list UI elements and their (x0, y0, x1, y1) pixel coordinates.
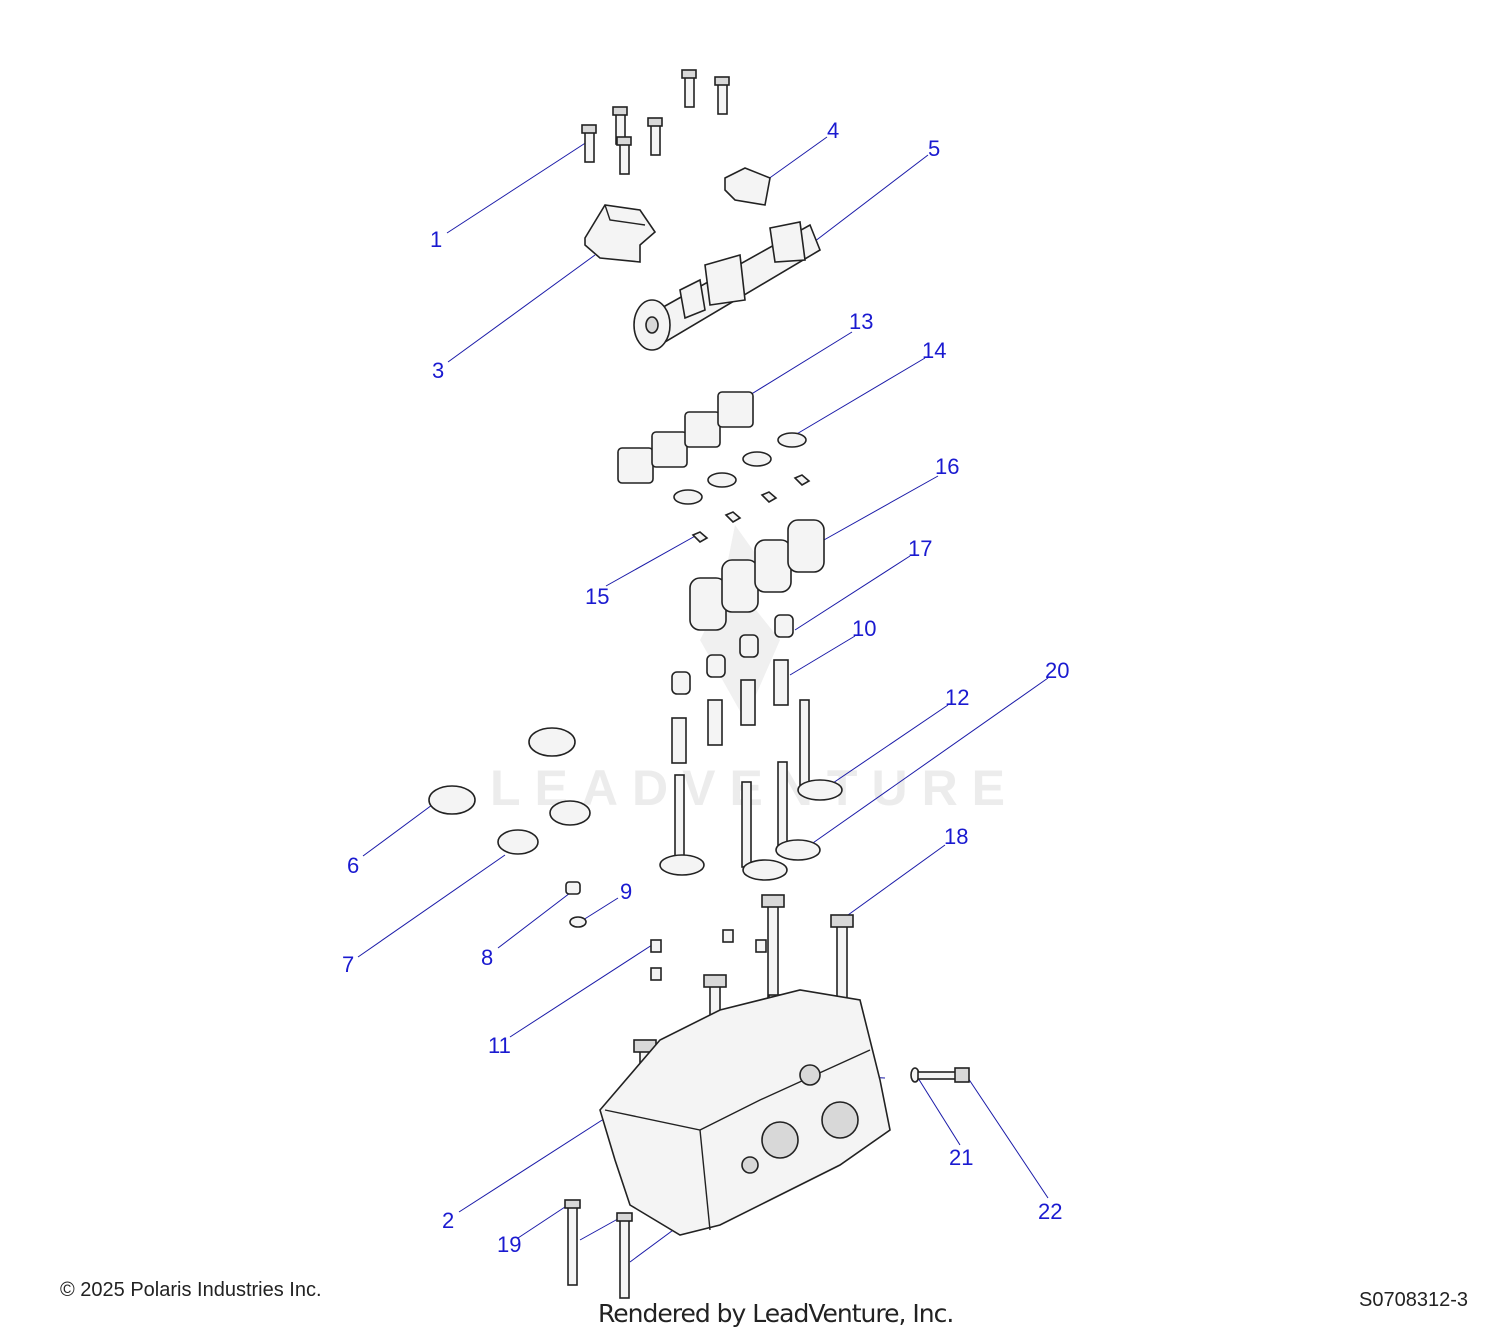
valve-stem-seals (671, 614, 794, 695)
rendered-by-credit: Rendered by LeadVenture, Inc. (598, 1299, 954, 1328)
callout-numbers: 1 2 3 4 5 6 7 8 9 10 11 12 13 14 15 16 1… (342, 118, 1069, 1257)
valve-tappets (617, 391, 754, 484)
callout-10: 10 (852, 616, 876, 641)
copyright-notice: © 2025 Polaris Industries Inc. (60, 1279, 322, 1301)
callout-2: 2 (442, 1208, 454, 1233)
callout-15: 15 (585, 584, 609, 609)
lower-bolts (564, 1199, 633, 1299)
callout-18: 18 (944, 824, 968, 849)
diagram-id: S0708312-3 (1359, 1289, 1468, 1311)
callout-8: 8 (481, 945, 493, 970)
plug-and-washer (565, 881, 587, 928)
callout-19: 19 (497, 1232, 521, 1257)
callout-4: 4 (827, 118, 839, 143)
callout-17: 17 (908, 536, 932, 561)
callout-21: 21 (949, 1145, 973, 1170)
callout-9: 9 (620, 879, 632, 904)
dowel-pins (650, 929, 767, 981)
side-bolt (917, 1067, 970, 1083)
callout-22: 22 (1038, 1199, 1062, 1224)
valve-seats (428, 727, 591, 855)
valve-guides (671, 659, 789, 764)
callout-11: 11 (488, 1033, 511, 1058)
spring-retainers (673, 432, 807, 505)
cam-cap-carrier (584, 204, 657, 263)
callout-20: 20 (1045, 658, 1069, 683)
valve-springs (689, 519, 825, 631)
camshaft (633, 221, 821, 351)
valves (659, 699, 843, 881)
callout-1: 1 (430, 227, 442, 252)
parts-illustration (428, 69, 970, 1299)
cam-cap-bolts (581, 69, 730, 175)
callout-13: 13 (849, 309, 873, 334)
callout-12: 12 (945, 685, 969, 710)
cylinder-head (599, 989, 891, 1236)
callout-6: 6 (347, 853, 359, 878)
callout-3: 3 (432, 358, 444, 383)
callout-7: 7 (342, 952, 354, 977)
callout-5: 5 (928, 136, 940, 161)
valve-keepers (691, 474, 811, 543)
callout-16: 16 (935, 454, 959, 479)
cam-cap (724, 167, 771, 206)
callout-lines (357, 136, 1049, 1263)
callout-14: 14 (922, 338, 946, 363)
